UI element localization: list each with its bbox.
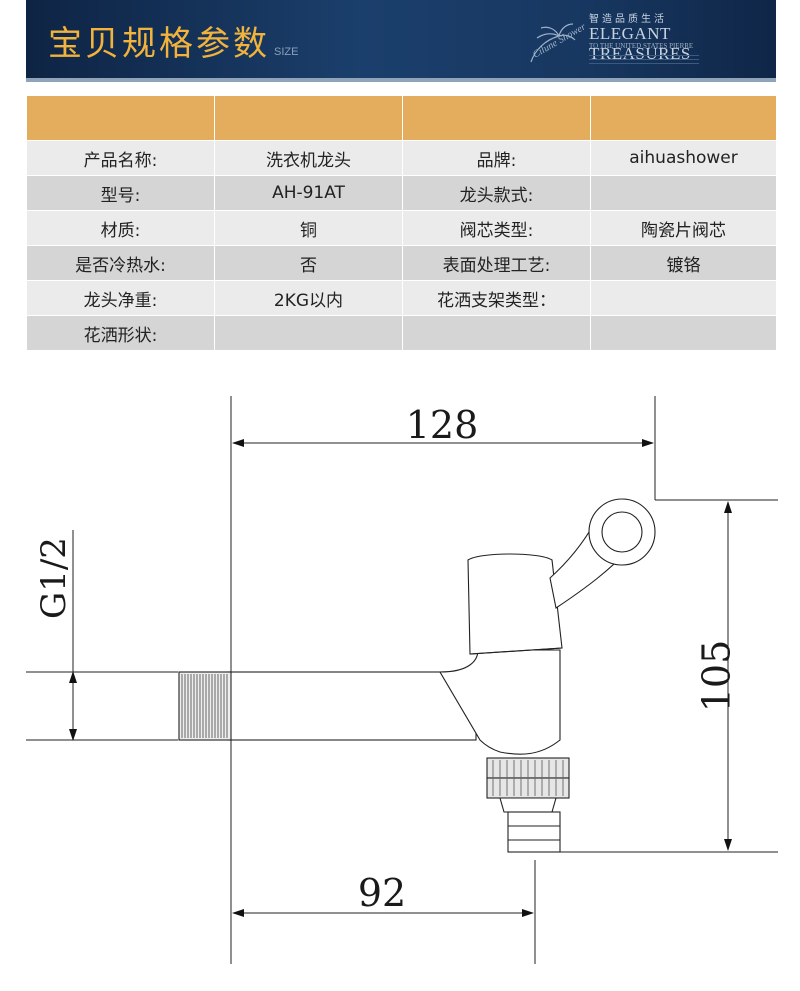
spec-label: 型号: — [26, 175, 215, 211]
tagline-sub: TO THE UNITED STATES PIERRE — [589, 42, 694, 50]
tagline-decoration — [589, 52, 699, 66]
spec-value — [590, 175, 777, 211]
spec-label: 是否冷热水: — [26, 245, 215, 281]
spout-tip — [507, 811, 561, 853]
tagline-en: ELEGANT TREASURES — [589, 24, 691, 63]
table-row: 材质: 铜 阀芯类型: 陶瓷片阀芯 — [26, 210, 777, 246]
spec-value: 洗衣机龙头 — [214, 140, 403, 176]
banner-title: 宝贝规格参数 — [48, 24, 270, 64]
dimension-label-105: 105 — [695, 640, 739, 713]
spec-value: 否 — [214, 245, 403, 281]
faucet-handle — [467, 553, 563, 655]
spec-label: 表面处理工艺: — [402, 245, 591, 281]
spec-label: 产品名称: — [26, 140, 215, 176]
spec-value: AH-91AT — [214, 175, 403, 211]
spec-value — [214, 315, 403, 351]
spec-label: 花洒形状: — [26, 315, 215, 351]
spec-table: 产品名称: 洗衣机龙头 品牌: aihuashower 型号: AH-91AT … — [26, 95, 777, 351]
spec-label: 品牌: — [402, 140, 591, 176]
spec-value: 2KG以内 — [214, 280, 403, 316]
table-header-cell — [402, 95, 591, 141]
spec-label: 龙头款式: — [402, 175, 591, 211]
table-row: 花洒形状: — [26, 315, 777, 351]
table-header-row — [26, 95, 777, 141]
spec-value: aihuashower — [590, 140, 777, 176]
spec-value: 陶瓷片阀芯 — [590, 210, 777, 246]
spec-value — [590, 280, 777, 316]
banner-size-label: SIZE — [274, 46, 299, 58]
dimension-label-128: 128 — [406, 403, 479, 447]
spec-label — [402, 315, 591, 351]
table-row: 是否冷热水: 否 表面处理工艺: 镀铬 — [26, 245, 777, 281]
table-row: 产品名称: 洗衣机龙头 品牌: aihuashower — [26, 140, 777, 176]
tagline-cn: 智造品质生活 — [589, 14, 667, 25]
spec-value: 铜 — [214, 210, 403, 246]
table-header-cell — [26, 95, 215, 141]
brand-logo: Cilune Shower — [530, 21, 588, 63]
spec-label: 材质: — [26, 210, 215, 246]
table-row: 型号: AH-91AT 龙头款式: — [26, 175, 777, 211]
header-banner: 宝贝规格参数 SIZE Cilune Shower 智造品质生活 ELEGANT… — [26, 0, 776, 82]
spec-value — [590, 315, 777, 351]
spec-label: 花洒支架类型： — [402, 280, 591, 316]
table-header-cell — [214, 95, 403, 141]
inlet-pipe — [227, 671, 477, 741]
table-row: 龙头净重: 2KG以内 花洒支架类型： — [26, 280, 777, 316]
spec-label: 龙头净重: — [26, 280, 215, 316]
faucet-body — [439, 649, 561, 755]
dimension-label-92: 92 — [358, 871, 406, 915]
lever-ring-inner — [601, 511, 643, 553]
thread-end — [178, 671, 232, 741]
faucet-outline — [178, 498, 656, 853]
dimension-label-thread: G1/2 — [34, 537, 74, 619]
spout-neck — [499, 797, 557, 813]
